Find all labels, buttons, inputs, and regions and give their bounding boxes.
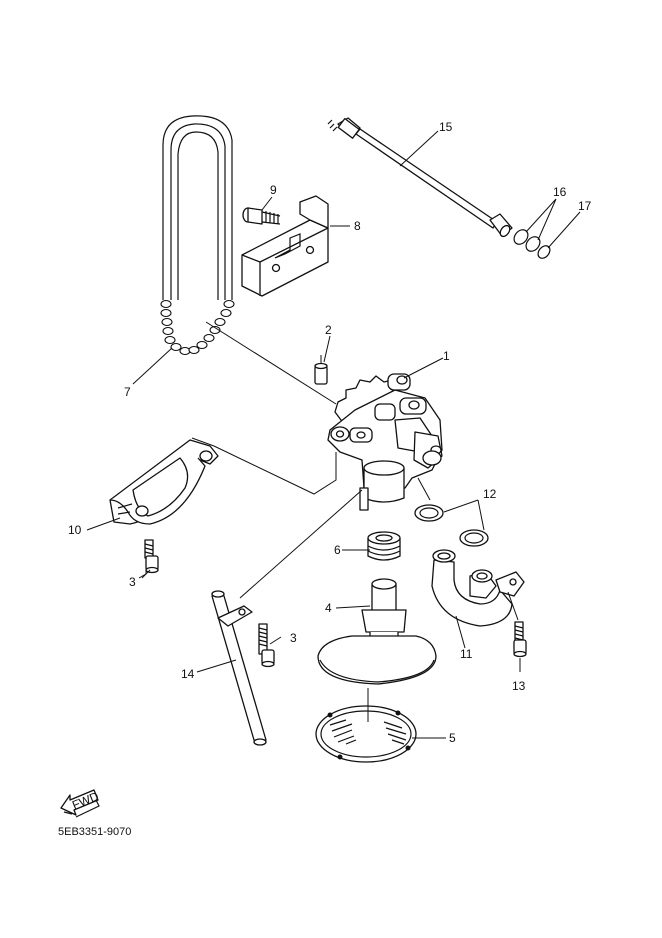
part-12-gaskets (414, 504, 489, 547)
part-8-chain-guide (241, 195, 329, 297)
callout-7: 7 (124, 385, 131, 399)
part-4-strainer-housing (317, 578, 437, 685)
part-10-cover (109, 439, 219, 525)
part-3-bolt-right (258, 623, 275, 668)
part-5-strainer-screen (315, 705, 417, 763)
callout-8: 8 (354, 219, 361, 233)
part-14-pipe (211, 590, 267, 746)
part-9-bolt (242, 207, 281, 225)
callout-2: 2 (325, 323, 332, 337)
callout-3-right: 3 (290, 631, 297, 645)
callout-15: 15 (439, 120, 453, 134)
callout-14: 14 (181, 667, 195, 681)
callout-4: 4 (325, 601, 332, 615)
fwd-arrow: FWD (60, 789, 101, 818)
callout-9: 9 (270, 183, 277, 197)
callout-6: 6 (334, 543, 341, 557)
callout-labels: 1 2 3 3 4 5 6 7 8 9 10 11 12 13 14 15 16… (68, 120, 592, 745)
callout-5: 5 (449, 731, 456, 745)
part-1-oil-pump-assembly (327, 373, 443, 511)
assembly-lines (191, 321, 519, 722)
callout-leaders (86, 130, 581, 739)
callout-10: 10 (68, 523, 82, 537)
callout-11: 11 (460, 647, 473, 661)
fwd-label: FWD (70, 789, 101, 812)
callout-17: 17 (578, 199, 592, 213)
part-16-17-o-rings (513, 229, 551, 259)
diagram-code: 5EB3351-9070 (58, 826, 131, 838)
part-2-dowel-pin (314, 362, 328, 385)
callout-16: 16 (553, 185, 567, 199)
callout-3-left: 3 (129, 575, 136, 589)
part-6-collar (367, 531, 401, 561)
part-11-u-pipe (431, 549, 525, 627)
part-3-bolt-left (144, 539, 159, 574)
callout-1: 1 (443, 349, 450, 363)
callout-13: 13 (512, 679, 526, 693)
part-13-bolt (513, 621, 527, 658)
part-7-drive-chain (160, 115, 235, 356)
part-15-delivery-pipe (327, 117, 513, 238)
callout-12: 12 (483, 487, 497, 501)
